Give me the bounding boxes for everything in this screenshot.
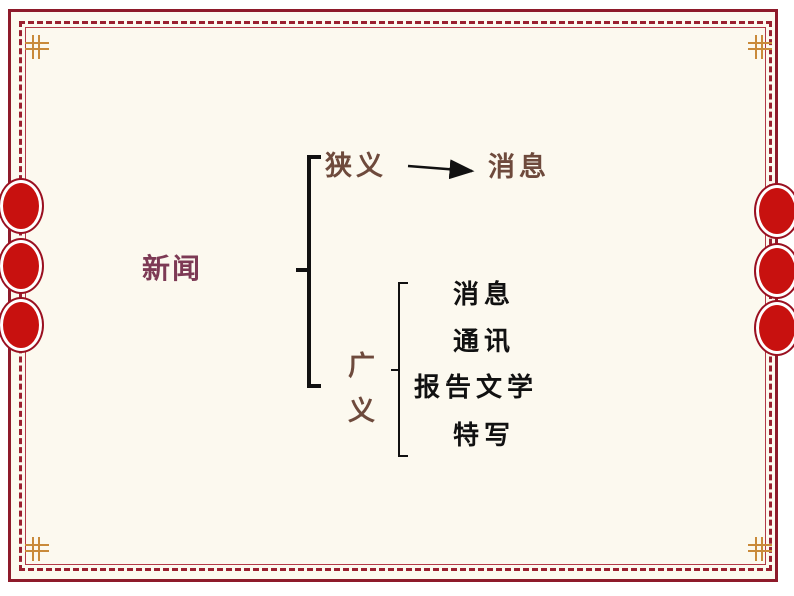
corner-knot-icon xyxy=(25,537,49,561)
broad-label-char-2: 义 xyxy=(348,396,379,427)
corner-knot-icon xyxy=(748,35,772,59)
inner-frame xyxy=(25,27,766,565)
narrow-label: 狭义 xyxy=(325,151,387,182)
outer-frame xyxy=(8,9,778,582)
right-red-disc xyxy=(756,245,794,297)
broad-item: 消息 xyxy=(453,280,516,310)
corner-knot-icon xyxy=(748,537,772,561)
left-red-disc xyxy=(0,180,42,232)
left-red-disc xyxy=(0,240,42,292)
broad-bracket xyxy=(391,282,408,457)
broad-item: 特写 xyxy=(453,421,516,451)
broad-label-char-1: 广 xyxy=(348,351,379,382)
root-label: 新闻 xyxy=(142,252,203,285)
main-bracket xyxy=(296,155,321,388)
broad-item: 报告文学 xyxy=(414,373,539,403)
right-red-disc xyxy=(756,185,794,237)
narrow-arrow xyxy=(407,159,475,180)
broad-item: 通讯 xyxy=(453,327,516,357)
right-red-disc xyxy=(756,302,794,354)
corner-knot-icon xyxy=(25,35,49,59)
left-red-disc xyxy=(0,299,42,351)
narrow-target-label: 消息 xyxy=(488,152,550,183)
